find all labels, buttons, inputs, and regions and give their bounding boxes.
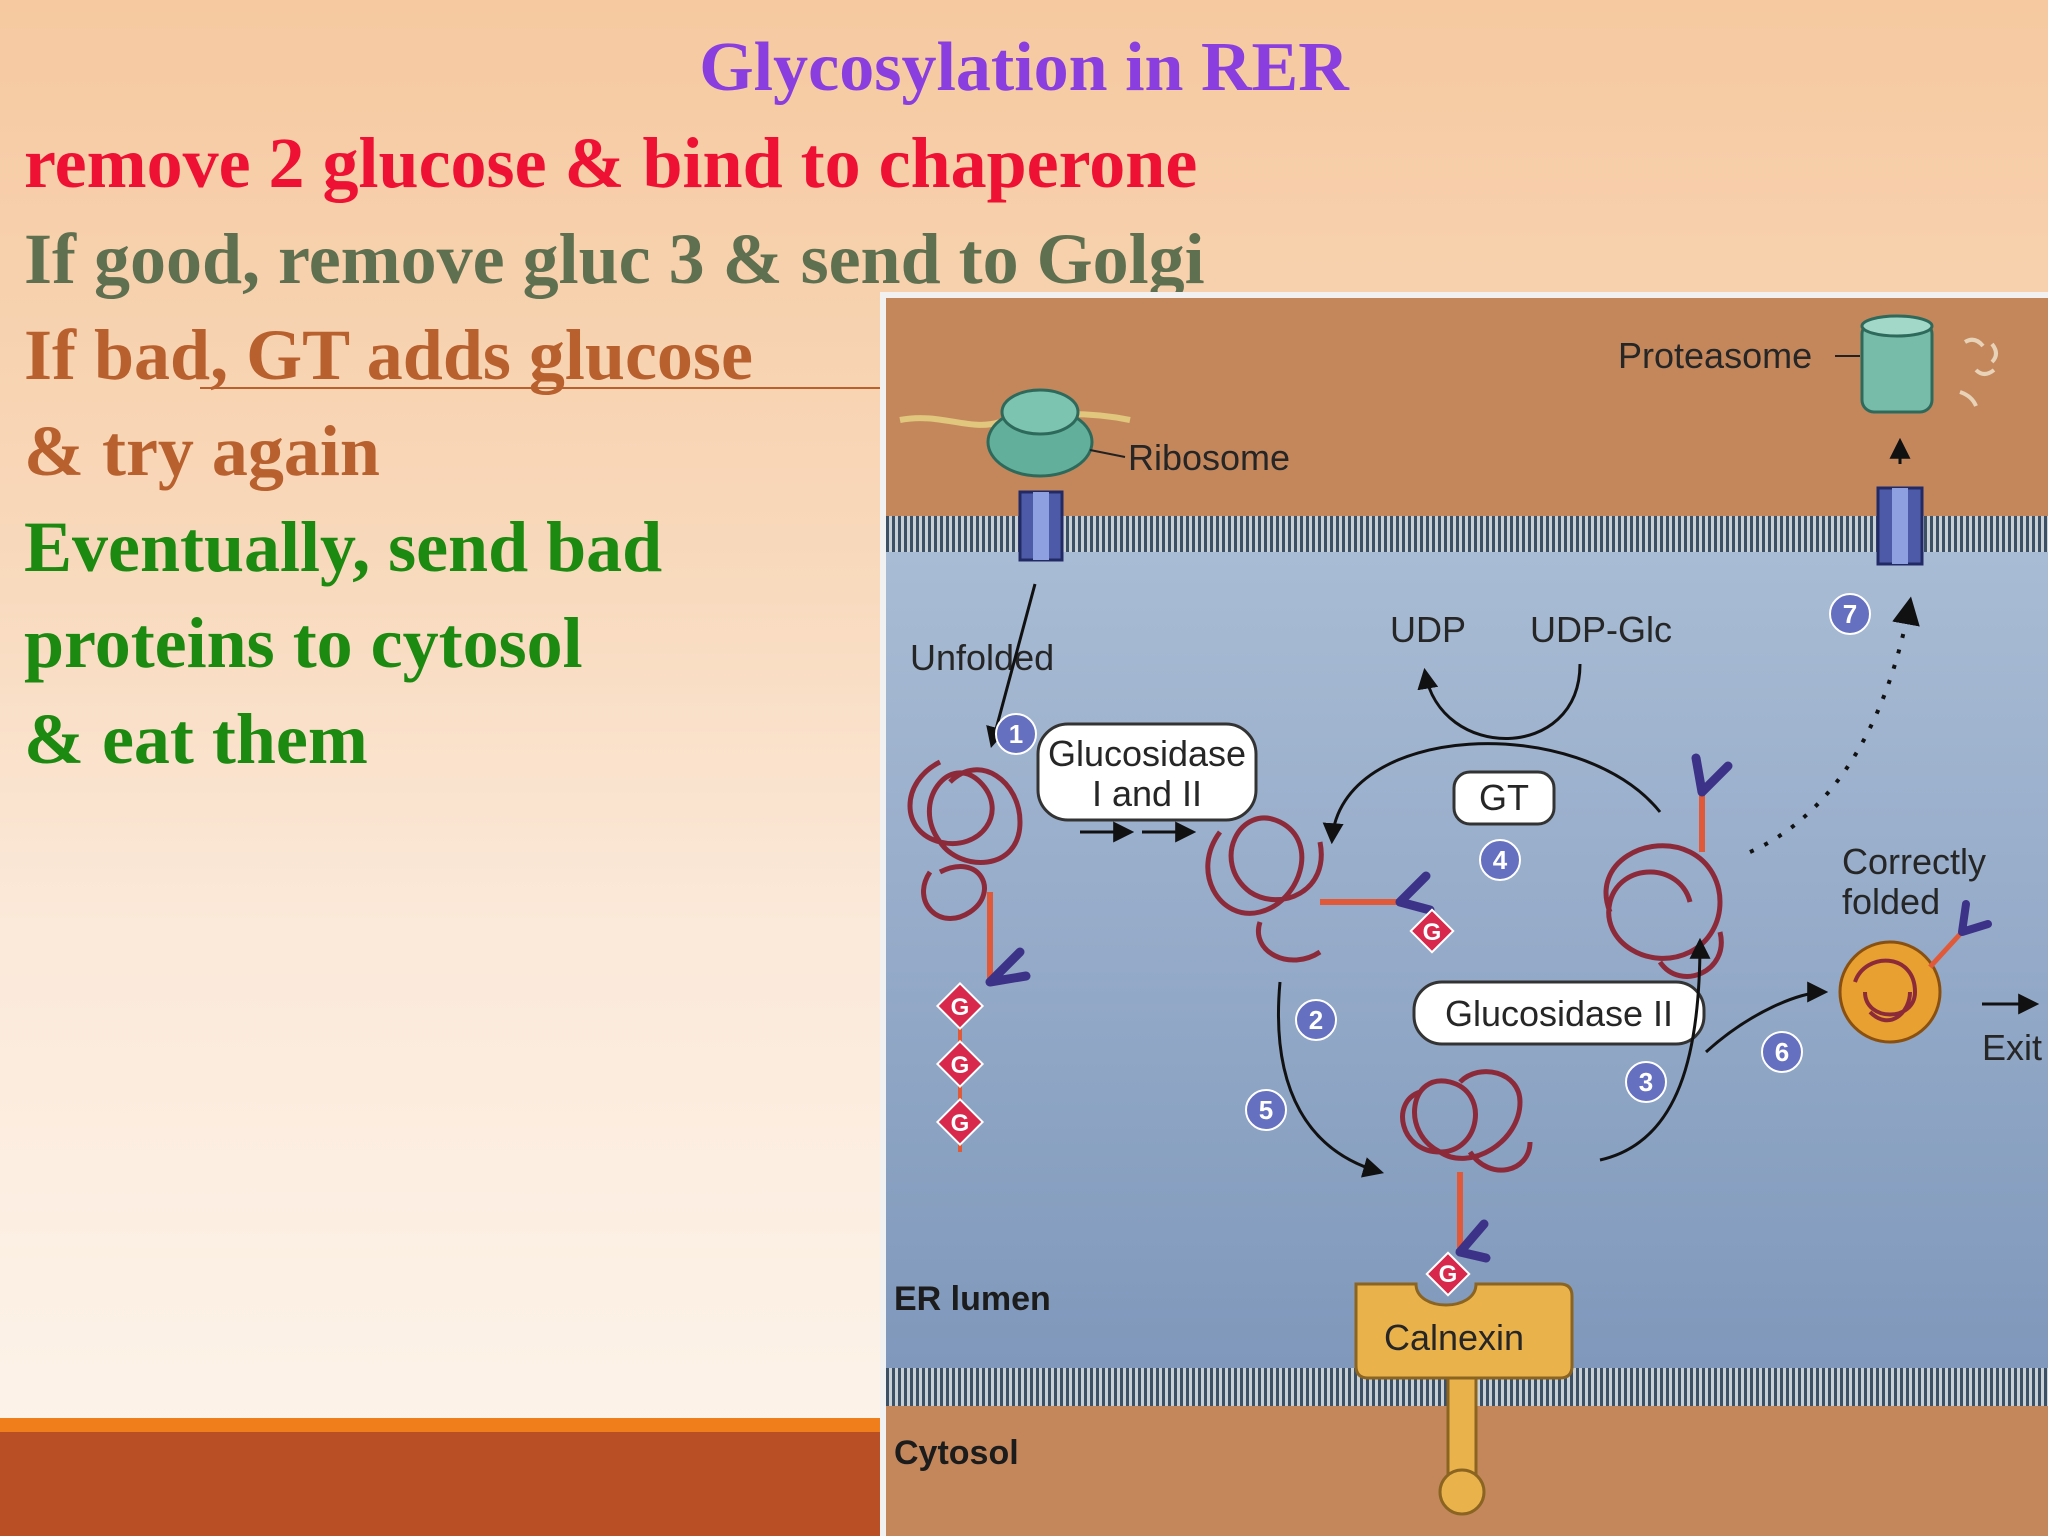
step-badge-5 bbox=[1245, 1089, 1287, 1131]
bullet-if-good: If good, remove gluc 3 & send to Golgi bbox=[24, 219, 1205, 299]
bullet-try-again: & try again bbox=[24, 411, 380, 491]
er-lumen-label: ER lumen bbox=[894, 1280, 1051, 1318]
glucosidase-ii-box bbox=[1412, 980, 1706, 1046]
unfolded-protein-icon bbox=[907, 759, 1031, 987]
step-badge-4 bbox=[1479, 839, 1521, 881]
step-1-label: 1 bbox=[1009, 719, 1023, 749]
footer-orange-bar bbox=[0, 1418, 880, 1432]
underline-rule bbox=[200, 387, 880, 389]
ribosome-leader bbox=[1089, 449, 1126, 458]
bullet-proteins-cytosol: proteins to cytosol bbox=[24, 603, 583, 683]
step-badge-6 bbox=[1761, 1031, 1803, 1073]
step-7-label: 7 bbox=[1843, 599, 1857, 629]
retrotranslocon-icon bbox=[1876, 486, 1924, 566]
slide-title: Glycosylation in RER bbox=[699, 29, 1349, 106]
step-badge-3 bbox=[1625, 1061, 1667, 1103]
glucose-label: G bbox=[1423, 919, 1442, 946]
glucosidase-i-ii-label-line1: Glucosidase bbox=[1048, 733, 1246, 774]
glucosidase-i-ii-label-line2: I and II bbox=[1092, 773, 1202, 814]
step-6-label: 6 bbox=[1775, 1037, 1789, 1067]
bullet-eat-them: & eat them bbox=[24, 699, 368, 779]
glucosidase-i-ii-box bbox=[1036, 722, 1258, 822]
step-badge-2 bbox=[1295, 999, 1337, 1041]
calnexin-bound-protein-icon bbox=[1400, 1069, 1533, 1263]
glucose-label: G bbox=[951, 1052, 970, 1079]
udp-label: UDP bbox=[1390, 609, 1466, 650]
correctly-folded-label-line1: Correctly bbox=[1842, 841, 1986, 882]
calnexin-icon bbox=[1354, 1251, 1574, 1516]
glucose-label: G bbox=[1439, 1261, 1458, 1288]
er-quality-control-diagram: Ribosome Proteasome Unfolded G G G 1 Glu… bbox=[880, 292, 2048, 1536]
glucosidase-ii-label: Glucosidase II bbox=[1445, 993, 1673, 1034]
calnexin-label: Calnexin bbox=[1384, 1317, 1524, 1358]
ribosome-label: Ribosome bbox=[1128, 437, 1290, 478]
step-badge-7 bbox=[1829, 593, 1871, 635]
dotted-arrow-to-cytosol bbox=[1749, 596, 1920, 854]
gt-label: GT bbox=[1479, 777, 1529, 818]
correctly-folded-label-line2: folded bbox=[1842, 881, 1940, 922]
gt-reglucosylation-arc bbox=[1322, 742, 1662, 845]
ribosome-icon bbox=[899, 388, 1131, 562]
udp-glc-arc bbox=[1417, 663, 1582, 740]
step-4-label: 4 bbox=[1493, 845, 1508, 875]
udp-glc-label: UDP-Glc bbox=[1530, 609, 1672, 650]
bullet-if-bad: If bad, GT adds glucose bbox=[24, 315, 753, 395]
arrow-to-correctly-folded bbox=[1704, 981, 1829, 1054]
proteasome-label: Proteasome bbox=[1618, 335, 1812, 376]
unfolded-label: Unfolded bbox=[910, 637, 1054, 678]
glucose-label: G bbox=[951, 994, 970, 1021]
cytosol-top-region bbox=[886, 298, 2048, 518]
glucose-triple-chain: G G G bbox=[935, 981, 985, 1152]
bullet-eventually: Eventually, send bad bbox=[24, 507, 663, 587]
arrow-to-calnexin bbox=[1277, 981, 1385, 1178]
gt-box bbox=[1452, 770, 1556, 826]
er-membrane-top bbox=[886, 516, 2048, 552]
correctly-folded-protein-icon bbox=[1838, 900, 1992, 1044]
proteasome-icon bbox=[1860, 314, 1998, 414]
footer-rust-bar bbox=[0, 1432, 880, 1536]
monoglucosylated-protein-icon bbox=[1205, 815, 1455, 963]
step-3-label: 3 bbox=[1639, 1067, 1653, 1097]
bullet-remove-glucose: remove 2 glucose & bind to chaperone bbox=[24, 123, 1198, 203]
cytosol-label: Cytosol bbox=[894, 1434, 1019, 1472]
step-badge-1 bbox=[995, 713, 1037, 755]
step-2-label: 2 bbox=[1309, 1005, 1323, 1035]
arrow-ribosome-to-unfolded bbox=[986, 583, 1037, 749]
glucose-label: G bbox=[951, 1110, 970, 1137]
exit-label: Exit bbox=[1982, 1027, 2042, 1068]
arrow-from-calnexin bbox=[1599, 937, 1711, 1162]
step-5-label: 5 bbox=[1259, 1095, 1273, 1125]
